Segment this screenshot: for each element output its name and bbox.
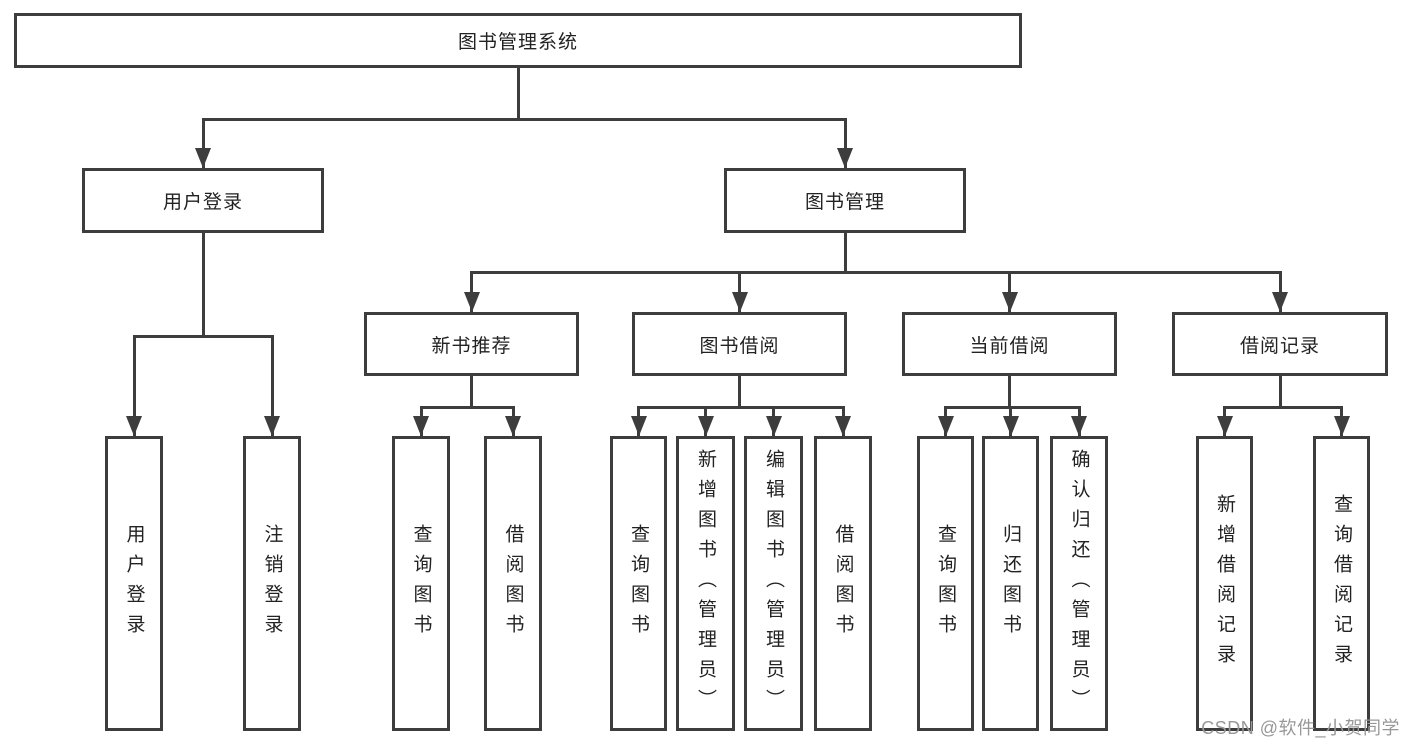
connector-stem	[470, 376, 473, 406]
node-label: 图书借阅	[699, 335, 780, 357]
node-leaf-query-book-3: 查询图书	[917, 436, 974, 731]
node-label: 查询图书	[935, 523, 956, 644]
arrow-down-icon	[264, 416, 280, 436]
arrow-down-icon	[1272, 292, 1288, 312]
arrow-down-icon	[937, 416, 954, 436]
node-label: 用户登录	[162, 192, 243, 213]
connector-split-line	[201, 118, 847, 121]
node-label: 借阅图书	[832, 523, 854, 644]
node-user-login: 用户登录	[82, 168, 324, 233]
arrow-down-icon	[731, 292, 748, 312]
node-label: 查询图书	[628, 523, 649, 644]
node-label: 借阅记录	[1239, 335, 1320, 357]
node-root: 图书管理系统	[14, 13, 1022, 68]
connector-stem	[1278, 376, 1282, 406]
node-label: 图书管理系统	[457, 32, 578, 53]
node-label: 归还图书	[1000, 523, 1021, 644]
node-borrow-record: 借阅记录	[1172, 312, 1388, 376]
connector-drop-line	[201, 118, 205, 168]
connector-drop-line	[132, 335, 136, 436]
node-leaf-query-record: 查询借阅记录	[1313, 436, 1370, 731]
node-label: 当前借阅	[969, 335, 1050, 357]
connector-drop-line	[843, 118, 847, 168]
connector-split-line	[419, 406, 515, 409]
node-current-borrow: 当前借阅	[902, 312, 1117, 376]
connector-drop-line	[738, 271, 741, 312]
node-label: 编辑图书（管理员）	[763, 448, 784, 719]
arrow-down-icon	[697, 416, 714, 436]
node-label: 图书管理	[804, 192, 885, 213]
node-book-mgmt: 图书管理	[724, 168, 966, 233]
connector-drop-line	[470, 271, 473, 312]
node-leaf-return-book: 归还图书	[982, 436, 1039, 731]
node-leaf-add-record: 新增借阅记录	[1196, 436, 1253, 731]
node-leaf-borrow-book-1: 借阅图书	[484, 436, 542, 731]
arrow-down-icon	[413, 416, 429, 436]
arrow-down-icon	[195, 148, 211, 168]
arrow-down-icon	[835, 416, 851, 436]
connector-drop-line	[1008, 271, 1011, 312]
node-label: 用户登录	[123, 523, 145, 644]
node-label: 查询图书	[410, 523, 432, 644]
node-leaf-add-book: 新增图书（管理员）	[676, 436, 735, 731]
connector-stem	[1008, 376, 1011, 406]
arrow-down-icon	[463, 292, 480, 312]
node-leaf-edit-book: 编辑图书（管理员）	[744, 436, 803, 731]
node-label: 新增借阅记录	[1214, 493, 1235, 674]
connector-stem	[738, 376, 741, 406]
connector-split-line	[1223, 406, 1343, 409]
node-leaf-borrow-book-2: 借阅图书	[814, 436, 872, 731]
node-new-book-rec: 新书推荐	[364, 312, 579, 376]
node-label: 新书推荐	[431, 335, 512, 357]
node-label: 注销登录	[261, 523, 283, 644]
arrow-down-icon	[1002, 416, 1019, 436]
connector-drop-line	[270, 335, 274, 436]
arrow-down-icon	[1071, 416, 1087, 436]
connector-split-line	[637, 406, 845, 409]
arrow-down-icon	[1333, 416, 1350, 436]
node-label: 新增图书（管理员）	[695, 448, 716, 719]
connector-split-line	[132, 335, 274, 338]
connector-stem	[516, 68, 520, 118]
node-label: 查询借阅记录	[1331, 493, 1352, 674]
arrow-down-icon	[630, 416, 647, 436]
connector-split-line	[944, 406, 1081, 409]
node-leaf-query-book-1: 查询图书	[392, 436, 450, 731]
connector-stem	[201, 233, 205, 335]
arrow-down-icon	[837, 148, 853, 168]
arrow-down-icon	[1001, 292, 1018, 312]
connector-drop-line	[1278, 271, 1282, 312]
connector-stem	[843, 233, 847, 271]
node-leaf-user-login: 用户登录	[105, 436, 163, 731]
arrow-down-icon	[505, 416, 521, 436]
node-leaf-confirm-return: 确认归还（管理员）	[1050, 436, 1108, 731]
node-leaf-logout: 注销登录	[243, 436, 301, 731]
arrow-down-icon	[126, 416, 142, 436]
node-label: 借阅图书	[502, 523, 524, 644]
node-book-borrow: 图书借阅	[632, 312, 847, 376]
csdn-watermark: CSDN @软件_小贺同学	[1201, 718, 1400, 738]
node-leaf-query-book-2: 查询图书	[610, 436, 667, 731]
arrow-down-icon	[765, 416, 782, 436]
node-label: 确认归还（管理员）	[1068, 448, 1090, 719]
connector-split-line	[470, 271, 1282, 274]
arrow-down-icon	[1216, 416, 1233, 436]
